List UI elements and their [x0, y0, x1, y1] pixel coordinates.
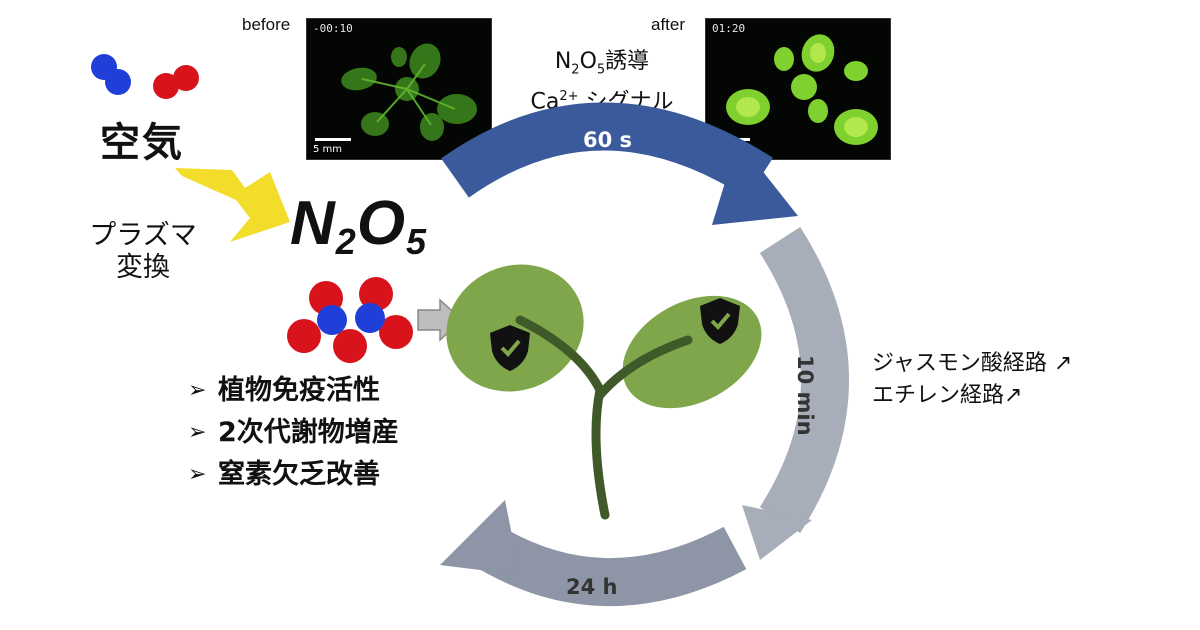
conversion-label: プラズマ 変換: [68, 220, 218, 284]
pathway-ethylene: エチレン経路↗: [872, 383, 1023, 408]
label-60s: 60 s: [583, 128, 633, 152]
shield-check-icon: [700, 298, 740, 344]
o2-atom-1: [153, 73, 179, 99]
signal-line1: N2O5誘導: [554, 49, 650, 78]
o2-atom-2: [173, 65, 199, 91]
label-24h: 24 h: [566, 575, 618, 599]
after-caption: after: [651, 15, 686, 34]
after-micrograph: 01:20 5 mm: [705, 18, 891, 160]
arc-60s-head: [712, 140, 798, 225]
after-timestamp: 01:20: [712, 22, 746, 35]
yellow-arrow: [175, 168, 290, 242]
arc-10min-head: [742, 505, 812, 560]
shield-check-icon: [490, 325, 530, 371]
arc-60s: [441, 102, 773, 199]
before-timestamp: -00:10: [313, 22, 353, 35]
conversion-line1: プラズマ: [89, 220, 197, 251]
effect-item: ➢2次代謝物増産: [188, 417, 399, 448]
before-plant-image: [341, 43, 477, 141]
arc-24h-head: [440, 500, 520, 575]
label-10min: 10 min: [793, 355, 817, 436]
effect-item: ➢窒素欠乏改善: [188, 459, 380, 490]
effect-item: ➢植物免疫活性: [188, 375, 380, 406]
before-scale-bar: [315, 138, 351, 141]
before-scale-label: 5 mm: [313, 144, 343, 155]
after-plant-image: [726, 34, 878, 145]
effects-list: ➢植物免疫活性 ➢2次代謝物増産 ➢窒素欠乏改善: [188, 370, 399, 496]
seedling: [446, 264, 762, 520]
before-micrograph: -00:10 5 mm: [306, 18, 492, 160]
n2-atom-2: [105, 69, 131, 95]
n2o5-molecule: [287, 277, 413, 363]
pathway-jasmonic: ジャスモン酸経路 ↗: [872, 351, 1073, 376]
conversion-line2: 変換: [116, 252, 170, 283]
before-caption: before: [242, 15, 291, 34]
arc-10min: [759, 227, 849, 533]
n2o5-formula: N2O5: [290, 189, 428, 262]
pathway-list: ジャスモン酸経路 ↗ エチレン経路↗: [872, 348, 1072, 412]
air-label: 空気: [100, 120, 184, 166]
